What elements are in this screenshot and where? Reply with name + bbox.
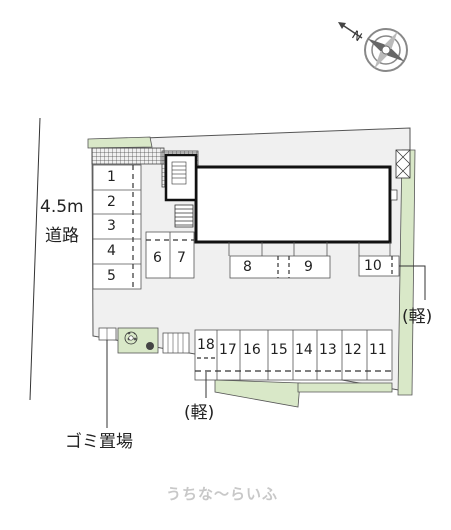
parking-slot-3: 3 (107, 218, 116, 234)
parking-slot-14: 14 (295, 342, 313, 358)
shrub-icon (124, 331, 154, 350)
parking-slot-8: 8 (243, 259, 252, 275)
parking-slot-18: 18 (197, 337, 215, 353)
parking-south-block (194, 329, 393, 381)
garbage-label: ゴミ置場 (65, 432, 133, 452)
parking-slot-13: 13 (319, 342, 337, 358)
light-vehicle-note-north: (軽) (402, 307, 433, 327)
parking-slot-9: 9 (304, 259, 313, 275)
compass-north-icon: N (338, 22, 408, 72)
parking-slot-7: 7 (177, 250, 186, 266)
road-edge (29, 117, 41, 401)
parking-slot-5: 5 (107, 268, 116, 284)
parking-slot-10: 10 (364, 258, 382, 274)
svg-text:N: N (349, 28, 364, 45)
parking-slot-17: 17 (219, 342, 237, 358)
parking-mid-block (145, 231, 195, 279)
light-vehicle-note-south: (軽) (184, 403, 215, 423)
parking-slot-16: 16 (243, 342, 261, 358)
green-strip-north (87, 136, 153, 149)
fence-hatched (91, 147, 165, 165)
steps-south-icon (162, 332, 190, 354)
parking-slot-2: 2 (107, 194, 116, 210)
parking-slot-1: 1 (107, 169, 116, 185)
watermark: うちな～らいふ (166, 485, 279, 503)
parking-slot-12: 12 (344, 342, 362, 358)
parking-slot-15: 15 (270, 342, 288, 358)
road-width-label: 4.5m (40, 197, 84, 217)
green-strip-east (397, 149, 416, 396)
parking-north-block (228, 242, 400, 279)
green-strip-south-east (297, 382, 393, 393)
parking-left-block (92, 164, 142, 290)
utility-box-icon (390, 149, 411, 201)
building (194, 165, 392, 244)
parking-slot-11: 11 (369, 342, 387, 358)
parking-slot-6: 6 (153, 250, 162, 266)
parking-slot-4: 4 (107, 243, 116, 259)
road-name-label: 道路 (45, 226, 79, 246)
stairs-icon-entrance (171, 161, 187, 185)
garbage-area (98, 327, 117, 341)
stairs-icon (174, 204, 194, 228)
green-strip-south (214, 379, 301, 408)
leader-line-north (399, 265, 426, 300)
